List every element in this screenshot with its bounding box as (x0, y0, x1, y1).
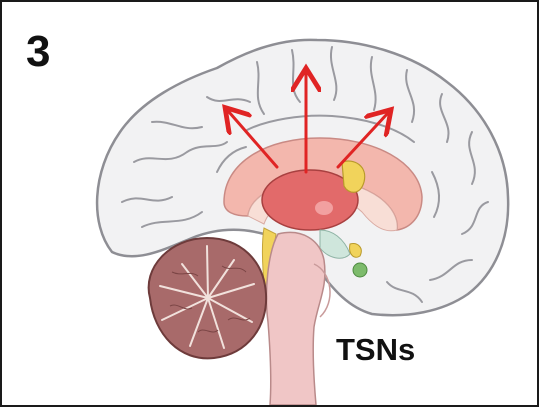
panel-number: 3 (26, 30, 50, 74)
yellow-gland (350, 244, 362, 258)
cerebellum (149, 238, 267, 358)
green-structure (353, 263, 367, 277)
brainstem (266, 232, 324, 405)
tsns-label: TSNs (336, 334, 415, 365)
thalamus-highlight (315, 201, 333, 215)
